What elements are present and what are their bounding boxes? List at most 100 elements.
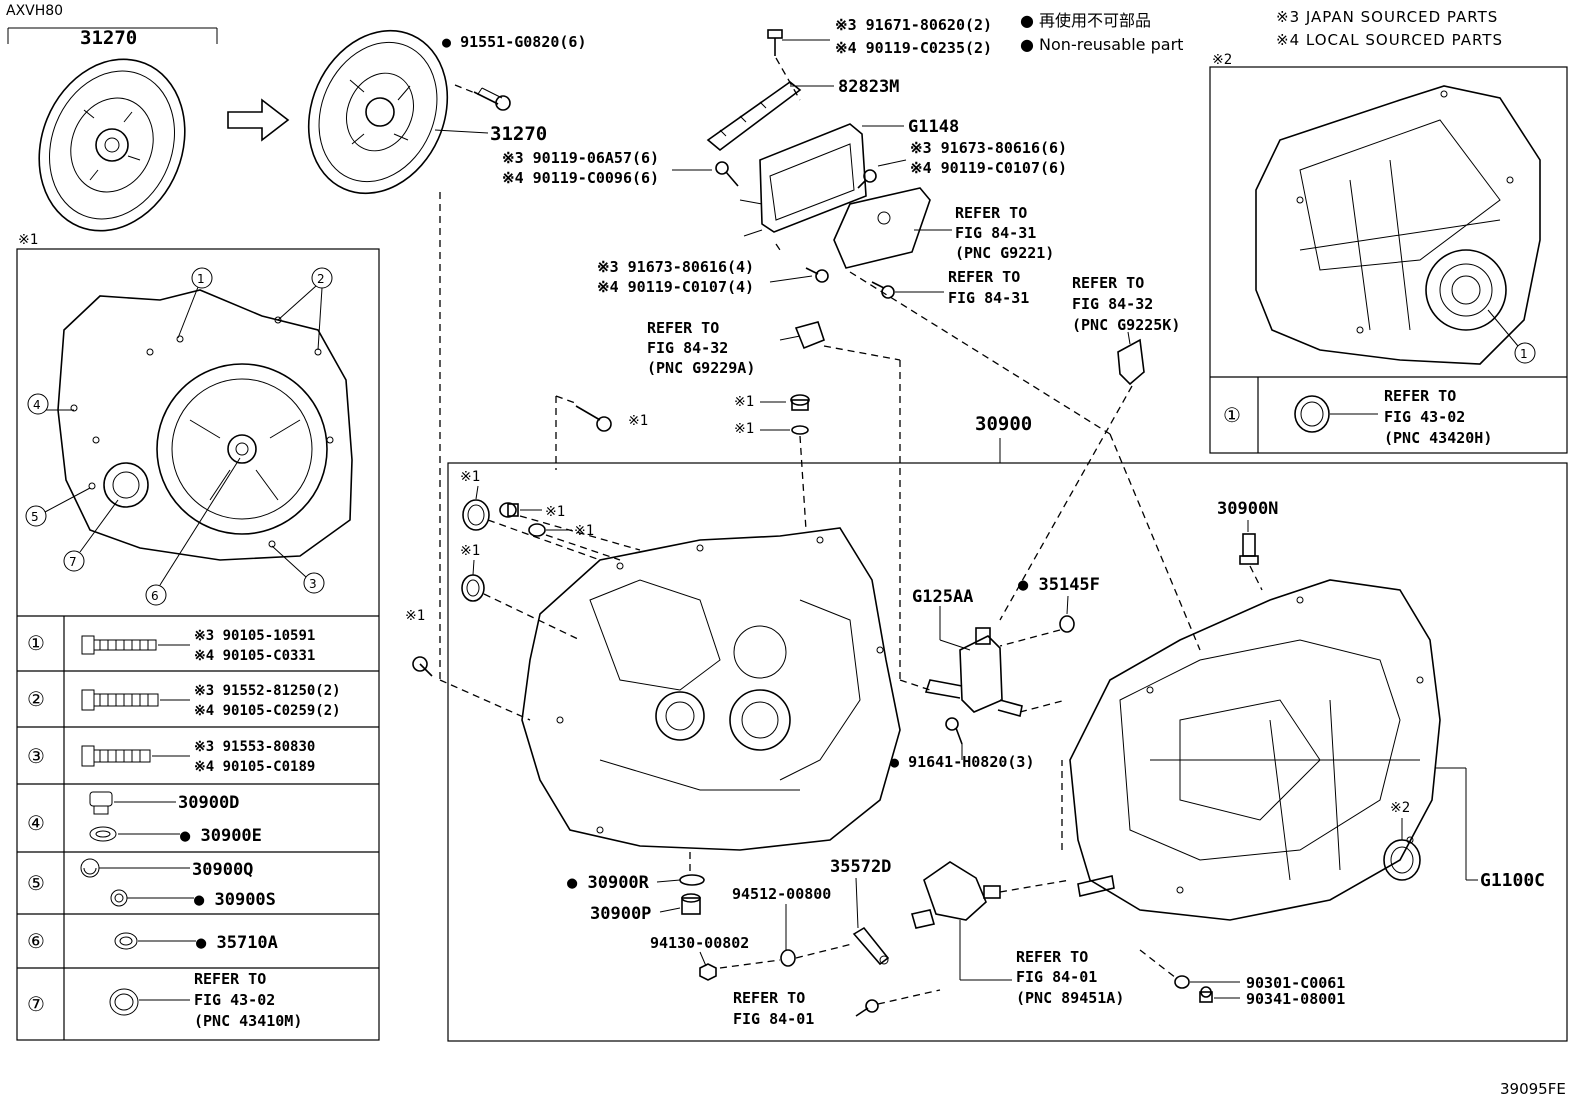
- ref-89451a-l2[interactable]: FIG 84-01: [1016, 968, 1097, 986]
- svg-text:④: ④: [27, 811, 45, 835]
- bolt-91641-drawing: [945, 717, 963, 760]
- legend-note-4: ※4 LOCAL SOURCED PARTS: [1276, 31, 1503, 49]
- mark-x1-seal-a: ※1: [460, 469, 480, 485]
- bolt-91671-drawing: [767, 29, 830, 56]
- part-31270-label[interactable]: 31270: [490, 123, 547, 145]
- mark-x1-oring: ※1: [574, 523, 594, 539]
- part-94512-label[interactable]: 94512-00800: [732, 885, 831, 903]
- table-row: ④ 30900D ● 30900E: [27, 791, 262, 846]
- part-90119-c0107-4-label[interactable]: ※4 90119-C0107(4): [597, 278, 754, 296]
- part-90301-label[interactable]: 90301-C0061: [1246, 974, 1345, 992]
- svg-text:FIG 43-02[interactable]: FIG 43-02: [194, 991, 275, 1009]
- callout-5: 5: [25, 487, 91, 527]
- bolt-top-x1-drawing: [575, 405, 612, 432]
- model-bracket: [7, 27, 218, 44]
- hose-g9229a-drawing: [779, 321, 825, 350]
- svg-text:1: 1: [197, 272, 205, 286]
- bracket-82823m-drawing: [706, 80, 802, 152]
- part-91551-label[interactable]: ● 91551-G0820(6): [442, 33, 587, 51]
- bolt-8401-drawing: [855, 999, 879, 1017]
- clutch-disc-detail-drawing: [307, 29, 449, 195]
- part-90341-label[interactable]: 90341-08001: [1246, 990, 1345, 1008]
- svg-text:※4 90105-C0259(2)[interactable]: ※4 90105-C0259(2): [194, 703, 341, 719]
- mark-x1-cap: ※1: [545, 504, 565, 520]
- ref-89451a-l3: (PNC 89451A): [1016, 989, 1124, 1007]
- svg-text:● 30900S[interactable]: ● 30900S: [194, 890, 276, 910]
- model-code: AXVH80: [6, 3, 63, 19]
- transaxle-case-front-drawing: [521, 527, 901, 851]
- part-90119-06a57-label[interactable]: ※3 90119-06A57(6): [502, 149, 659, 167]
- part-91673-6-label[interactable]: ※3 91673-80616(6): [910, 139, 1067, 157]
- plug-90341-drawing: [1199, 986, 1213, 1003]
- ref-8401-l2[interactable]: FIG 84-01: [733, 1010, 814, 1028]
- part-91671-label[interactable]: ※3 91671-80620(2): [835, 16, 992, 34]
- seal-a-drawing: [462, 485, 490, 531]
- housing-front-drawing: [57, 289, 353, 561]
- part-94130-label[interactable]: 94130-00802: [650, 934, 749, 952]
- part-g1148-label[interactable]: G1148: [908, 117, 959, 137]
- part-90119-c0235-label[interactable]: ※4 90119-C0235(2): [835, 39, 992, 57]
- part-30900-label[interactable]: 30900: [975, 413, 1032, 435]
- ref-g9229a-l2[interactable]: FIG 84-32: [647, 339, 728, 357]
- main-assembly-box: [447, 462, 1568, 1042]
- right-box-mark: ※2: [1212, 52, 1232, 68]
- svg-text:(PNC 43410M): (PNC 43410M): [194, 1012, 302, 1030]
- part-30900n-label[interactable]: 30900N: [1217, 499, 1278, 519]
- washer-90301-drawing: [1174, 975, 1190, 989]
- part-91641-label[interactable]: ● 91641-H0820(3): [890, 753, 1035, 771]
- seal-x2-drawing: [1383, 818, 1421, 881]
- svg-text:● 30900E[interactable]: ● 30900E: [180, 826, 262, 846]
- svg-text:※3 90105-10591[interactable]: ※3 90105-10591: [194, 628, 315, 644]
- ref-g9225k-l1: REFER TO: [1072, 274, 1144, 292]
- part-90119-c0107-6-label[interactable]: ※4 90119-C0107(6): [910, 159, 1067, 177]
- ref-8431-l2[interactable]: FIG 84-31: [948, 289, 1029, 307]
- right-detail-box: [1209, 66, 1568, 454]
- callout-6: 6: [145, 457, 241, 606]
- bolt-g9221-drawing: [871, 281, 944, 299]
- housing-rear-drawing: [1255, 85, 1541, 365]
- ref-g9221-l2[interactable]: FIG 84-31: [955, 224, 1036, 242]
- mark-x1-bolt-top: ※1: [628, 413, 648, 429]
- svg-text:③: ③: [27, 744, 45, 768]
- part-90119-c0096-label[interactable]: ※4 90119-C0096(6): [502, 169, 659, 187]
- callout-1: 1: [177, 267, 213, 339]
- ref-g9221-l1: REFER TO: [955, 204, 1027, 222]
- legend-en: ● Non-reusable part: [1020, 35, 1183, 54]
- clutch-disc-drawing: [38, 58, 186, 232]
- part-g1100c-label[interactable]: G1100C: [1480, 870, 1545, 891]
- table-row: ③ ※3 91553-80830 ※4 90105-C0189: [27, 739, 315, 775]
- legend-note-3: ※3 JAPAN SOURCED PARTS: [1276, 8, 1498, 26]
- ref-43420h-l2[interactable]: FIG 43-02: [1384, 408, 1465, 426]
- part-35572d-label[interactable]: 35572D: [830, 857, 891, 877]
- top-left-part-label[interactable]: 31270: [80, 27, 137, 49]
- callout-1-right: 1: [1487, 309, 1536, 364]
- svg-text:30900Q[interactable]: 30900Q: [192, 860, 253, 880]
- part-35145f-label[interactable]: ● 35145F: [1018, 575, 1100, 595]
- svg-text:①: ①: [27, 631, 45, 655]
- mark-x1-plug: ※1: [734, 394, 754, 410]
- part-30900r-label[interactable]: ● 30900R: [567, 873, 650, 893]
- svg-text:● 35710A[interactable]: ● 35710A: [196, 933, 278, 953]
- ref-g9225k-l2[interactable]: FIG 84-32: [1072, 295, 1153, 313]
- mark-x2-seal: ※2: [1390, 800, 1410, 816]
- ref-g9229a-l3: (PNC G9229A): [647, 359, 755, 377]
- ref-89451a-l1: REFER TO: [1016, 948, 1088, 966]
- svg-text:※4 90105-C0189[interactable]: ※4 90105-C0189: [194, 759, 315, 775]
- ref-8431-l1: REFER TO: [948, 268, 1020, 286]
- callout-3: 3: [271, 545, 325, 594]
- ref-g9225k-l3: (PNC G9225K): [1072, 316, 1180, 334]
- part-91673-4-label[interactable]: ※3 91673-80616(4): [597, 258, 754, 276]
- footer-code: 39095FE: [1500, 1080, 1566, 1098]
- part-30900p-label[interactable]: 30900P: [590, 904, 651, 924]
- part-82823m-label[interactable]: 82823M: [838, 77, 899, 97]
- svg-text:5: 5: [31, 510, 39, 524]
- table-row: ② ※3 91552-81250(2) ※4 90105-C0259(2): [27, 683, 341, 719]
- svg-text:※3 91552-81250(2)[interactable]: ※3 91552-81250(2): [194, 683, 341, 699]
- svg-text:30900D[interactable]: 30900D: [178, 793, 239, 813]
- part-g125aa-label[interactable]: G125AA: [912, 587, 973, 607]
- callout-2: 2: [277, 267, 333, 351]
- oring-35145f-drawing: [1059, 595, 1075, 633]
- svg-text:※4 90105-C0331[interactable]: ※4 90105-C0331: [194, 648, 315, 664]
- svg-text:※3 91553-80830[interactable]: ※3 91553-80830: [194, 739, 315, 755]
